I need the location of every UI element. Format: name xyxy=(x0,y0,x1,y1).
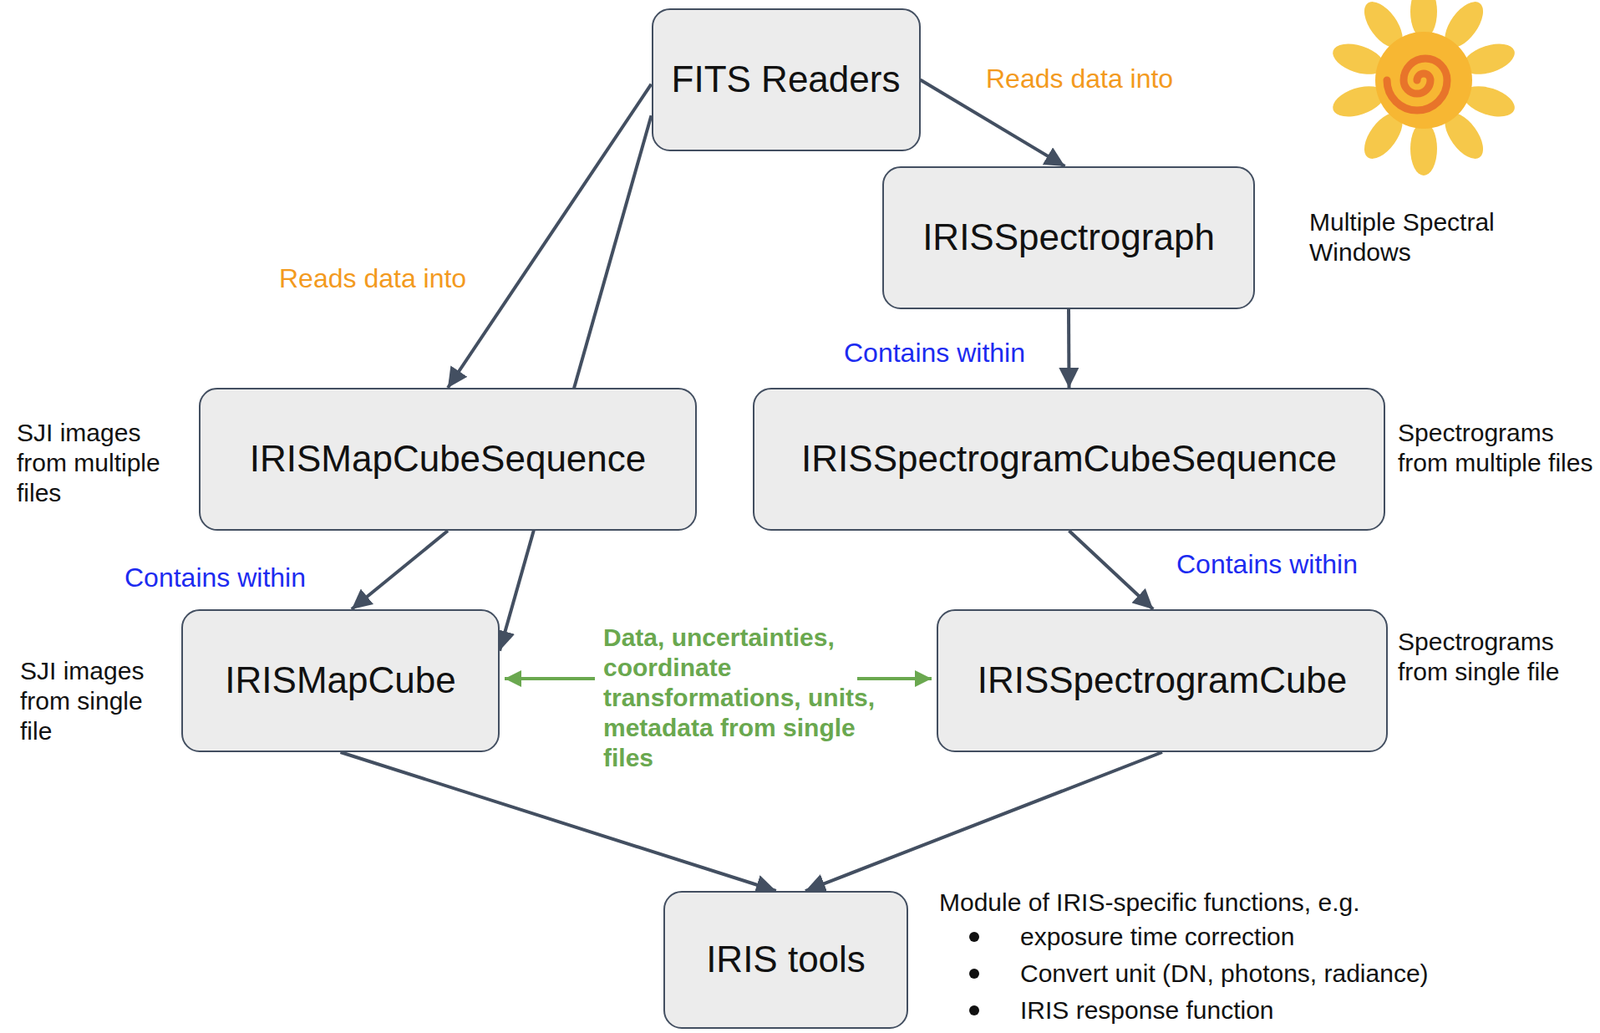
process-box: IRISSpectrogramCubeSequence xyxy=(752,387,1386,531)
box-title: IRISSpectrograph xyxy=(922,216,1215,260)
side-note: Spectrograms from single file xyxy=(1397,626,1595,687)
edge-label: Contains within xyxy=(121,561,310,594)
process-box: IRISMapCube xyxy=(181,609,500,752)
connector-arrow xyxy=(447,84,652,388)
connector-arrow xyxy=(1066,309,1072,388)
process-box: IRIS tools xyxy=(663,890,909,1029)
bullet-dots xyxy=(969,931,980,1016)
edge-label: Reads data into xyxy=(982,62,1177,95)
edge-label: Contains within xyxy=(840,336,1029,369)
edge-label: Contains within xyxy=(1173,548,1362,580)
process-box: IRISSpectrograph xyxy=(882,166,1255,310)
side-note: SJI images from single file xyxy=(20,655,175,747)
bullet-item: IRIS response function xyxy=(1020,995,1275,1026)
green-arrow xyxy=(504,676,595,681)
sun-icon xyxy=(1329,0,1519,176)
bullet-item: exposure time correction xyxy=(1020,921,1295,952)
box-title: FITS Readers xyxy=(671,58,901,102)
process-box: IRISMapCubeSequence xyxy=(198,387,697,531)
side-note: Spectrograms from multiple files xyxy=(1397,417,1595,478)
green-arrow xyxy=(857,676,932,681)
connector-arrow xyxy=(1069,530,1154,610)
box-title: IRIS tools xyxy=(706,938,866,981)
box-title: IRISMapCube xyxy=(224,659,456,702)
connector-arrow xyxy=(499,115,652,651)
connector-arrow xyxy=(351,530,448,610)
box-title: IRISSpectrogramCube xyxy=(977,659,1348,702)
box-title: IRISMapCubeSequence xyxy=(249,437,647,481)
bullet-item: Convert unit (DN, photons, radiance) xyxy=(1020,958,1429,989)
edge-label: Reads data into xyxy=(275,262,470,295)
process-box: FITS Readers xyxy=(651,8,921,152)
tools-note: Module of IRIS-specific functions, e.g. xyxy=(939,887,1361,918)
side-note: SJI images from multiple files xyxy=(16,417,194,508)
connector-arrow xyxy=(340,751,777,891)
box-title: IRISSpectrogramCubeSequence xyxy=(801,437,1337,481)
process-box: IRISSpectrogramCube xyxy=(936,609,1388,752)
icon-caption: Multiple Spectral Windows xyxy=(1309,207,1560,268)
connector-arrow xyxy=(805,751,1163,891)
data-note: Data, uncertainties, coordinate transfor… xyxy=(603,622,888,773)
